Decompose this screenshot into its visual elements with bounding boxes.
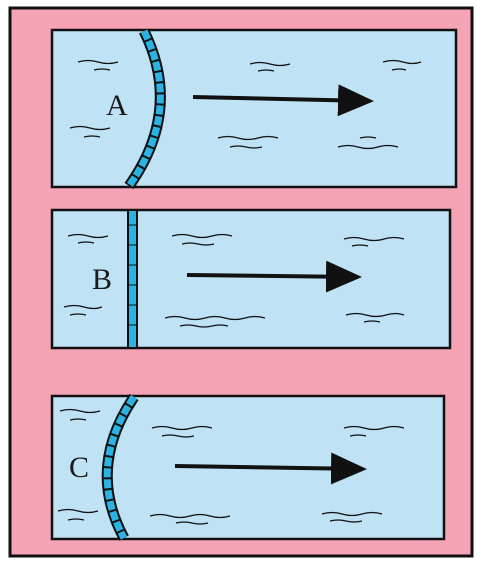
panel-c: C (50, 393, 446, 541)
ripple-icon (69, 59, 422, 150)
water-channel (50, 208, 452, 350)
flow-arrow-icon (192, 84, 374, 117)
membrane-straight (127, 209, 138, 349)
membrane-fill (126, 29, 164, 189)
membrane-fill (103, 395, 137, 540)
panel-a: A (50, 28, 458, 190)
panel-label: C (69, 451, 89, 484)
panel-b: B (50, 208, 452, 350)
ripple-icon (63, 233, 405, 328)
ripple-icon (57, 408, 405, 525)
panel-label: A (106, 89, 128, 122)
flow-arrow-icon (174, 452, 367, 485)
water-channel (50, 28, 458, 189)
panel-label: B (92, 263, 112, 296)
flow-arrow-icon (186, 260, 362, 293)
